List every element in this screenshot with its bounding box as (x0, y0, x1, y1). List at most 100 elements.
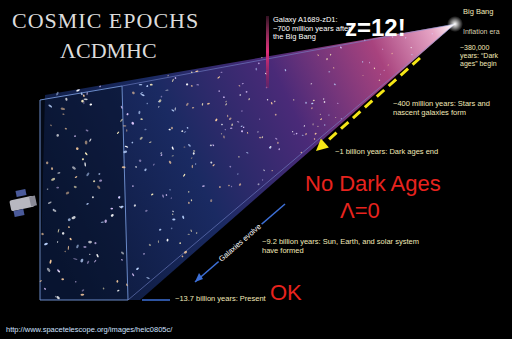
galaxy-dot (89, 138, 92, 142)
arrow-head (316, 139, 329, 152)
galaxy-dot (284, 69, 286, 72)
galaxy-dot (83, 98, 87, 100)
source-url: http://www.spacetelescope.org/images/hei… (6, 326, 172, 335)
galaxy-dot (150, 84, 153, 86)
galaxy-dot (186, 102, 190, 106)
galaxy-dot (217, 76, 220, 79)
galaxy-dot (126, 129, 127, 132)
galaxy-dot (55, 296, 57, 298)
galaxy-dot (48, 201, 52, 204)
galaxy-dot (58, 270, 60, 272)
galaxy-dot (257, 183, 260, 186)
galaxy-dot (337, 103, 339, 105)
galaxy-dot (183, 174, 186, 177)
galaxy-dot (131, 121, 135, 125)
galaxy-dot (76, 244, 80, 249)
galaxy-dot (169, 189, 171, 191)
galaxy-dot (324, 101, 326, 103)
galaxy-dot (149, 141, 152, 143)
galaxy-dot (48, 104, 53, 108)
galaxy-dot (171, 146, 174, 150)
galaxy-dot (223, 96, 225, 98)
galaxy-dot (81, 289, 84, 292)
galaxy-dot (311, 107, 313, 110)
galaxy-dot (300, 151, 302, 153)
galaxy-dot (227, 115, 228, 117)
annotation: No Dark Ages (305, 171, 441, 196)
galaxy-dot (278, 148, 280, 150)
galaxy-dot (238, 85, 240, 87)
galaxy-dot (242, 83, 244, 85)
galaxy-dot (181, 255, 183, 257)
galaxy-dot (145, 209, 148, 212)
galaxy-dot (89, 254, 91, 256)
galaxy-dot (182, 215, 185, 219)
galaxy-dot (151, 193, 154, 196)
galaxy-dot (158, 240, 159, 243)
galaxy-dot (61, 278, 64, 280)
galaxy-dot (121, 259, 124, 261)
galaxy-dot (62, 113, 65, 115)
galaxy-dot (243, 126, 245, 128)
galaxy-dot (267, 99, 269, 101)
galaxy-dot (218, 90, 220, 92)
galaxy-dot (184, 250, 188, 254)
galaxy-dot (92, 196, 94, 198)
galaxy-dot (228, 185, 230, 187)
galaxy-dot (135, 166, 138, 169)
galaxy-dot (271, 170, 273, 172)
galaxy-dot (98, 173, 101, 176)
galaxy-dot (179, 242, 181, 244)
galaxy-dot (261, 57, 262, 58)
galaxy-dot (138, 111, 140, 115)
galaxy-dot (229, 165, 232, 168)
galaxy-dot (191, 199, 193, 201)
galaxy-dot (190, 229, 192, 232)
galaxy-dot (84, 162, 86, 167)
galaxy-dot (65, 191, 70, 195)
galaxy-dot (94, 242, 96, 244)
galaxy-dot (326, 58, 327, 60)
galaxy-dot (328, 114, 330, 116)
galaxy-dot (210, 161, 213, 164)
galaxy-dot (255, 68, 257, 71)
galaxy-dot (51, 167, 54, 170)
galaxy-dot (110, 208, 113, 210)
galaxy-dot (44, 287, 47, 290)
galaxy-dot (81, 99, 84, 102)
galaxy-dot (116, 280, 118, 283)
galaxy-dot (195, 163, 197, 165)
galaxy-dot (231, 186, 233, 188)
galaxy-dot (52, 209, 56, 213)
galaxy-dot (241, 130, 243, 132)
galaxy-field (39, 33, 432, 300)
galaxy-dot (143, 253, 145, 255)
galaxy-dot (71, 166, 76, 170)
galaxy-dot (186, 127, 188, 129)
galaxy-dot (188, 144, 192, 148)
galaxy-dot (313, 100, 315, 102)
galaxy-dot (68, 226, 70, 228)
galaxy-dot (101, 221, 105, 223)
epoch-label: Inflation era (463, 28, 500, 36)
galaxy-dot (275, 137, 278, 140)
galaxy-dot (71, 215, 76, 219)
galaxy-dot (75, 147, 79, 151)
galaxy-dot (39, 280, 42, 282)
galaxy-dot (126, 283, 128, 286)
galaxy-dot (246, 91, 248, 93)
galaxy-dot (191, 71, 193, 73)
galaxy-dot (172, 213, 174, 215)
galaxy-dot (57, 269, 61, 273)
galaxy-dot (168, 129, 171, 131)
galaxy-dot (202, 185, 205, 187)
epoch-label: ~380,000 years: “Dark ages” begin (460, 44, 506, 68)
galaxy-dot (74, 186, 78, 189)
galaxy-dot (196, 84, 199, 85)
galaxy-dot (65, 97, 68, 101)
galaxy-dot (50, 124, 52, 126)
galaxy-dot (369, 62, 370, 64)
galaxy-dot (160, 96, 162, 98)
galaxy-dot (202, 103, 204, 106)
